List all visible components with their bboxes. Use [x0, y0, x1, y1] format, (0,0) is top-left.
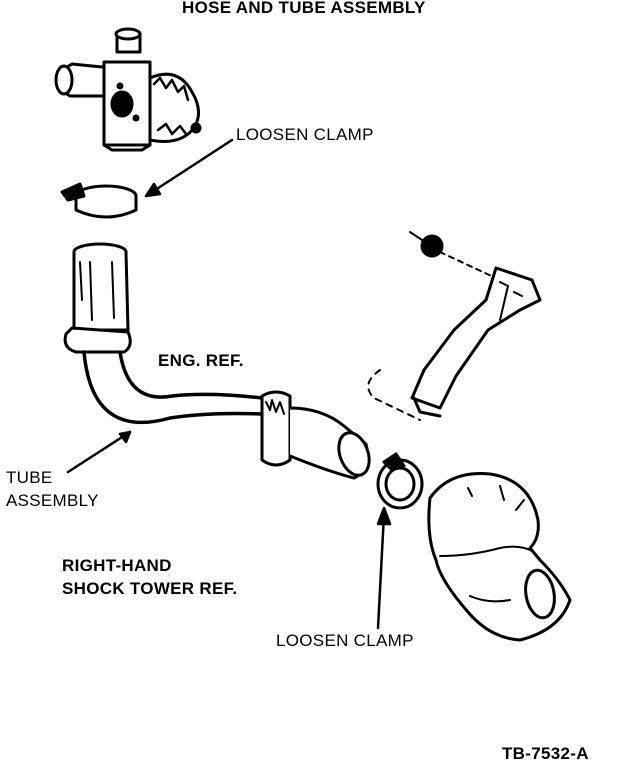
loosen-clamp-bottom-label: LOOSEN CLAMP [276, 631, 414, 650]
right-hand-shock-tower-label-line2: SHOCK TOWER REF. [62, 579, 238, 598]
right-hand-shock-tower-label-line1: RIGHT-HAND [62, 556, 172, 575]
diagram-title: HOSE AND TUBE ASSEMBLY [182, 0, 426, 17]
bottom-hose-clamp [376, 452, 424, 510]
tube-assembly-part [63, 242, 371, 480]
engine-fitting-top [54, 27, 202, 152]
loosen-clamp-top-label: LOOSEN CLAMP [236, 125, 374, 144]
shock-tower-bracket [367, 231, 542, 421]
tube-assembly-label-line1: TUBE [6, 468, 53, 487]
eng-ref-label: ENG. REF. [158, 351, 244, 370]
tube-assembly-label-line2: ASSEMBLY [6, 491, 99, 510]
shock-tower-component [427, 472, 572, 642]
top-hose-clamp [60, 182, 138, 219]
leader-arrows [66, 138, 392, 630]
figure-id: TB-7532-A [502, 744, 589, 763]
